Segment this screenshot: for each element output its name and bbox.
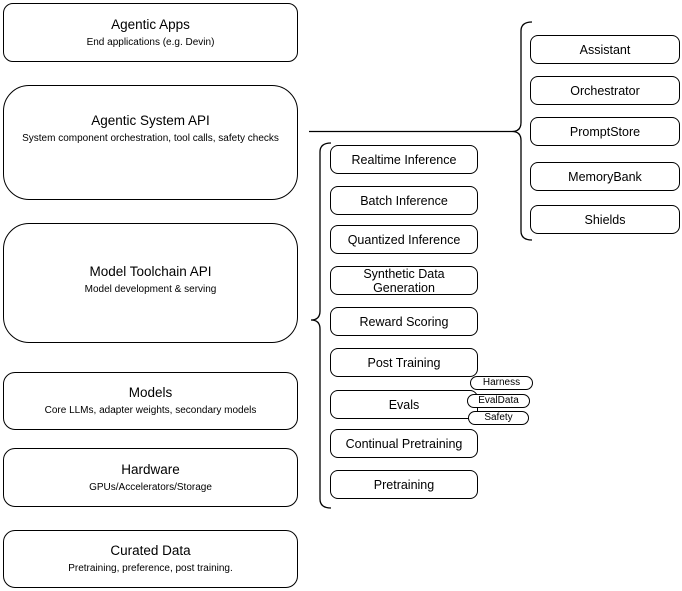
node-batch-inference: Batch Inference	[330, 186, 478, 215]
node-title: Agentic System API	[91, 112, 210, 128]
node-post-training: Post Training	[330, 348, 478, 377]
model-toolchain-brace	[310, 142, 332, 509]
node-memorybank: MemoryBank	[530, 162, 680, 191]
system-components-brace	[511, 21, 533, 241]
node-shields: Shields	[530, 205, 680, 234]
node-quantized-inference: Quantized Inference	[330, 225, 478, 254]
node-continual-pretraining: Continual Pretraining	[330, 429, 478, 458]
node-title: Models	[128, 385, 173, 400]
node-evals: Evals	[330, 390, 478, 419]
node-curated-data: Curated Data Pretraining, preference, po…	[3, 530, 298, 588]
pill-harness: Harness	[470, 376, 533, 390]
node-subtitle: Pretraining, preference, post training.	[68, 563, 233, 574]
node-realtime-inference: Realtime Inference	[330, 145, 478, 174]
node-orchestrator: Orchestrator	[530, 76, 680, 105]
node-subtitle: End applications (e.g. Devin)	[86, 36, 215, 48]
node-pretraining: Pretraining	[330, 470, 478, 499]
node-reward-scoring: Reward Scoring	[330, 307, 478, 336]
node-subtitle: Core LLMs, adapter weights, secondary mo…	[44, 405, 257, 416]
node-agentic-apps: Agentic Apps End applications (e.g. Devi…	[3, 3, 298, 62]
node-title: Hardware	[121, 461, 180, 477]
node-model-toolchain-api: Model Toolchain API Model development & …	[3, 223, 298, 343]
pill-safety: Safety	[468, 411, 529, 425]
node-promptstore: PromptStore	[530, 117, 680, 146]
node-subtitle: System component orchestration, tool cal…	[22, 132, 279, 144]
node-subtitle: Model development & serving	[84, 284, 217, 295]
node-agentic-system-api: Agentic System API System component orch…	[3, 85, 298, 200]
pill-evaldata: EvalData	[467, 394, 530, 408]
node-title: Curated Data	[110, 543, 191, 558]
node-synthetic-data-generation: Synthetic Data Generation	[330, 266, 478, 295]
node-subtitle: GPUs/Accelerators/Storage	[89, 481, 212, 493]
node-title: Model Toolchain API	[89, 264, 212, 279]
node-models: Models Core LLMs, adapter weights, secon…	[3, 372, 298, 430]
node-hardware: Hardware GPUs/Accelerators/Storage	[3, 448, 298, 507]
node-title: Agentic Apps	[111, 16, 190, 32]
node-assistant: Assistant	[530, 35, 680, 64]
